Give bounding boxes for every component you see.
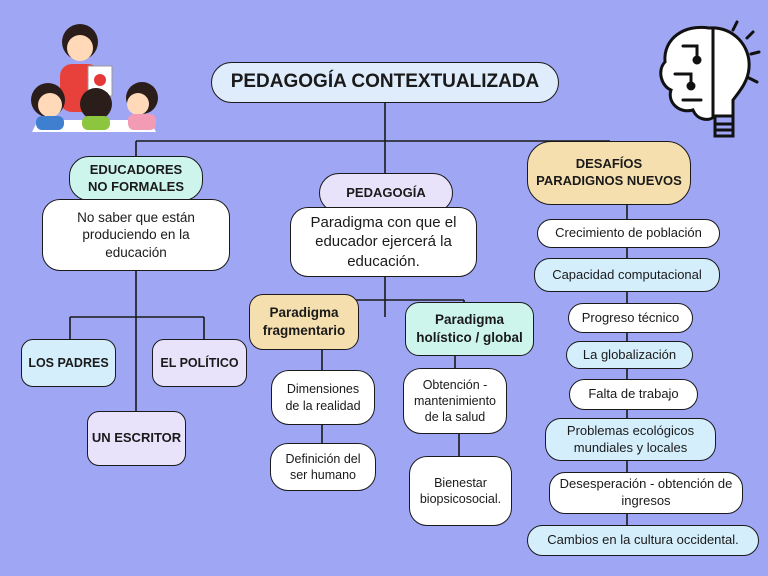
- pedagogia-description: Paradigma con que el educador ejercerá l…: [290, 207, 477, 277]
- desafio-item: Problemas ecológicos mundiales y locales: [545, 418, 716, 461]
- educadores-description: No saber que están produciendo en la edu…: [42, 199, 230, 271]
- paradigma-holistico-node: Paradigma holístico / global: [405, 302, 534, 356]
- pedagogia-node: PEDAGOGÍA: [319, 173, 453, 213]
- el-politico-node: EL POLÍTICO: [152, 339, 247, 387]
- desafio-item: Desesperación - obtención de ingresos: [549, 472, 743, 514]
- obtencion-node: Obtención - mantenimiento de la salud: [403, 368, 507, 434]
- educadores-node: EDUCADORES NO FORMALES: [69, 156, 203, 201]
- dimensiones-node: Dimensiones de la realidad: [271, 370, 375, 425]
- teacher-children-illustration: [31, 24, 158, 132]
- desafio-item: Crecimiento de población: [537, 219, 720, 248]
- los-padres-node: LOS PADRES: [21, 339, 116, 387]
- desafios-node: DESAFÍOS PARADIGNOS NUEVOS: [527, 141, 691, 205]
- desafio-item: Cambios en la cultura occidental.: [527, 525, 759, 556]
- brain-lightbulb-icon: [659, 20, 761, 138]
- bienestar-node: Bienestar biopsicosocial.: [409, 456, 512, 526]
- desafio-item: Capacidad computacional: [534, 258, 720, 292]
- desafio-item: Progreso técnico: [568, 303, 693, 333]
- desafio-item: Falta de trabajo: [569, 379, 698, 410]
- concept-map-title: PEDAGOGÍA CONTEXTUALIZADA: [211, 62, 559, 103]
- un-escritor-node: UN ESCRITOR: [87, 411, 186, 466]
- paradigma-fragmentario-node: Paradigma fragmentario: [249, 294, 359, 350]
- definicion-node: Definición del ser humano: [270, 443, 376, 491]
- desafio-item: La globalización: [566, 341, 693, 369]
